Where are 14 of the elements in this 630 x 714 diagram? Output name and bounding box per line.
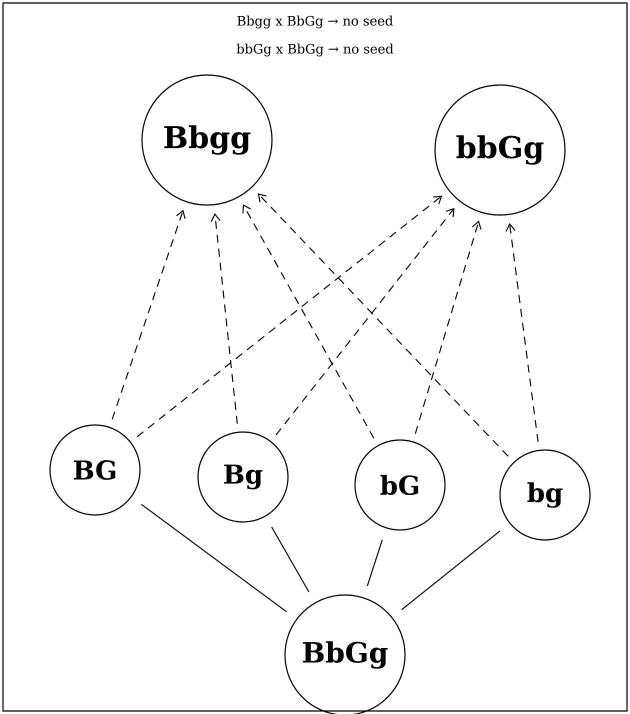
arrow: [414, 220, 482, 434]
connector-line: [271, 526, 310, 592]
connector-line: [366, 540, 383, 586]
arrow: [276, 208, 455, 436]
cross-note: Bbgg x BbGg → no seed: [237, 16, 393, 28]
connector-line: [140, 504, 287, 612]
arrow: [258, 193, 508, 457]
arrow: [242, 204, 374, 438]
arrow: [210, 213, 238, 424]
arrow: [506, 222, 539, 442]
arrow: [136, 196, 442, 438]
connector-line: [401, 530, 500, 610]
cross-note: bbGg x BbGg → no seed: [236, 44, 394, 56]
arrow: [112, 210, 186, 420]
